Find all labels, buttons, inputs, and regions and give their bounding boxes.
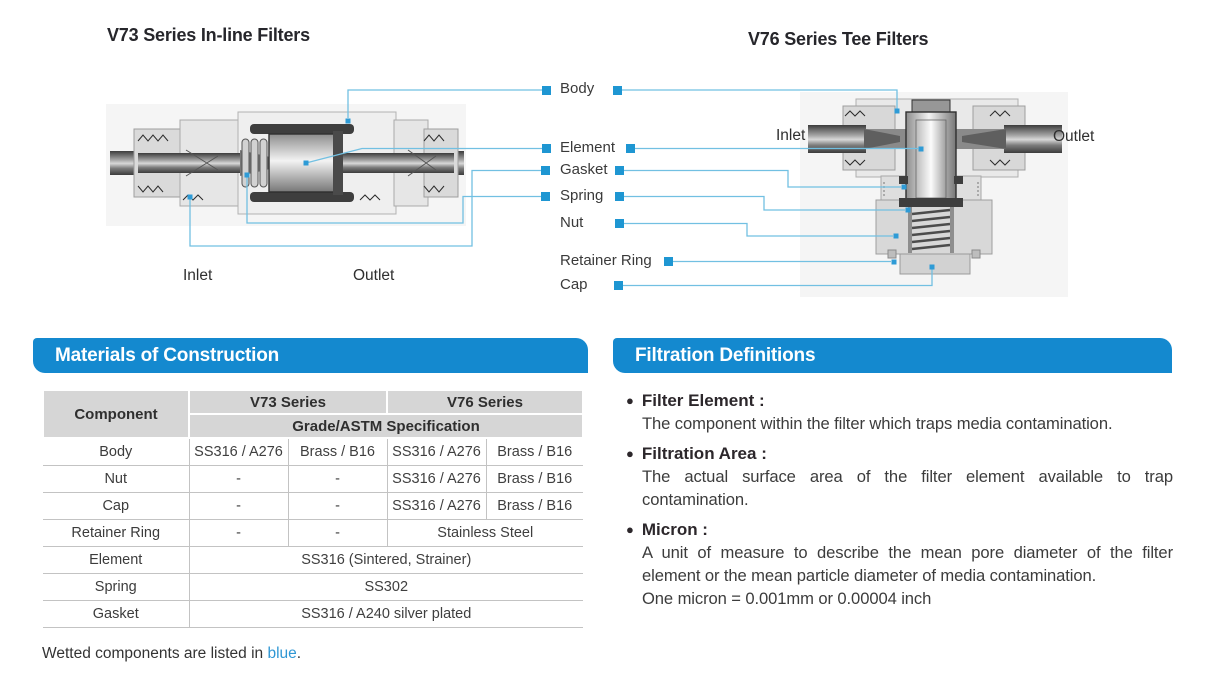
definition-term-filter-element: ●Filter Element : <box>626 391 765 410</box>
v76-outlet-label: Outlet <box>1053 128 1095 145</box>
table-row-body: Body SS316 / A276 Brass / B16 SS316 / A2… <box>43 437 583 466</box>
table-row-nut: Nut - - SS316 / A276 Brass / B16 <box>43 465 583 493</box>
col-header-component: Component <box>42 389 190 439</box>
v73-inlet-label: Inlet <box>183 267 213 284</box>
spring-marker-left-icon <box>541 192 550 201</box>
element-marker-right-icon <box>626 144 635 153</box>
col-header-v73-series: V73 Series <box>188 389 388 415</box>
materials-table: Component V73 Series V76 Series Grade/AS… <box>42 389 584 628</box>
v73-outlet-label: Outlet <box>353 267 395 284</box>
table-row-cap: Cap - - SS316 / A276 Brass / B16 <box>43 492 583 520</box>
nut-marker-right-icon <box>615 219 624 228</box>
table-row-gasket: Gasket SS316 / A240 silver plated <box>43 600 583 628</box>
table-row-retainer-ring: Retainer Ring - - Stainless Steel <box>43 519 583 547</box>
definition-text-micron: A unit of measure to describe the mean p… <box>642 543 1173 585</box>
filters-diagram <box>106 89 1068 297</box>
v73-title: V73 Series In-line Filters <box>107 25 310 45</box>
v76-cutaway-illustration <box>800 92 1068 297</box>
v76-inlet-label: Inlet <box>776 127 806 144</box>
definition-text-micron-equivalence: One micron = 0.001mm or 0.00004 inch <box>642 589 932 608</box>
part-label-body: Body <box>560 80 595 97</box>
table-row-spring: Spring SS302 <box>43 573 583 601</box>
table-row-element: Element SS316 (Sintered, Strainer) <box>43 546 583 574</box>
cap-marker-right-icon <box>614 281 623 290</box>
definitions-list: ●Filter Element : The component within t… <box>626 382 1173 610</box>
definition-term-micron: ●Micron : <box>626 520 708 539</box>
v76-title: V76 Series Tee Filters <box>748 29 929 49</box>
spring-marker-right-icon <box>615 192 624 201</box>
bullet-icon: ● <box>626 446 634 461</box>
note-suffix: . <box>296 645 302 662</box>
gasket-marker-left-icon <box>541 166 550 175</box>
body-marker-left-icon <box>542 86 551 95</box>
wetted-components-note: Wetted components are listed in blue. <box>42 645 301 663</box>
bullet-icon: ● <box>626 522 634 537</box>
materials-section-header: Materials of Construction <box>33 338 588 373</box>
note-highlight: blue <box>267 645 297 662</box>
part-label-nut: Nut <box>560 214 584 231</box>
definition-text-filtration-area: The actual surface area of the filter el… <box>642 467 1173 509</box>
definition-term-filtration-area: ●Filtration Area : <box>626 444 767 463</box>
part-label-spring: Spring <box>560 187 604 204</box>
part-label-retainer-ring: Retainer Ring <box>560 252 652 269</box>
definition-text-filter-element: The component within the filter which tr… <box>642 414 1113 433</box>
body-marker-right-icon <box>613 86 622 95</box>
element-marker-left-icon <box>542 144 551 153</box>
col-header-grade-astm: Grade/ASTM Specification <box>188 413 584 439</box>
bullet-icon: ● <box>626 393 634 408</box>
part-label-gasket: Gasket <box>560 161 608 178</box>
col-header-v76-series: V76 Series <box>386 389 584 415</box>
v73-cutaway-illustration <box>106 104 466 226</box>
part-label-element: Element <box>560 139 616 156</box>
definitions-section-header: Filtration Definitions <box>613 338 1172 373</box>
part-label-cap: Cap <box>560 276 588 293</box>
retainer-ring-marker-right-icon <box>664 257 673 266</box>
callout-endpoint-dots <box>187 108 935 270</box>
note-prefix: Wetted components are listed in <box>42 645 268 662</box>
gasket-marker-right-icon <box>615 166 624 175</box>
callout-lines <box>189 89 933 287</box>
